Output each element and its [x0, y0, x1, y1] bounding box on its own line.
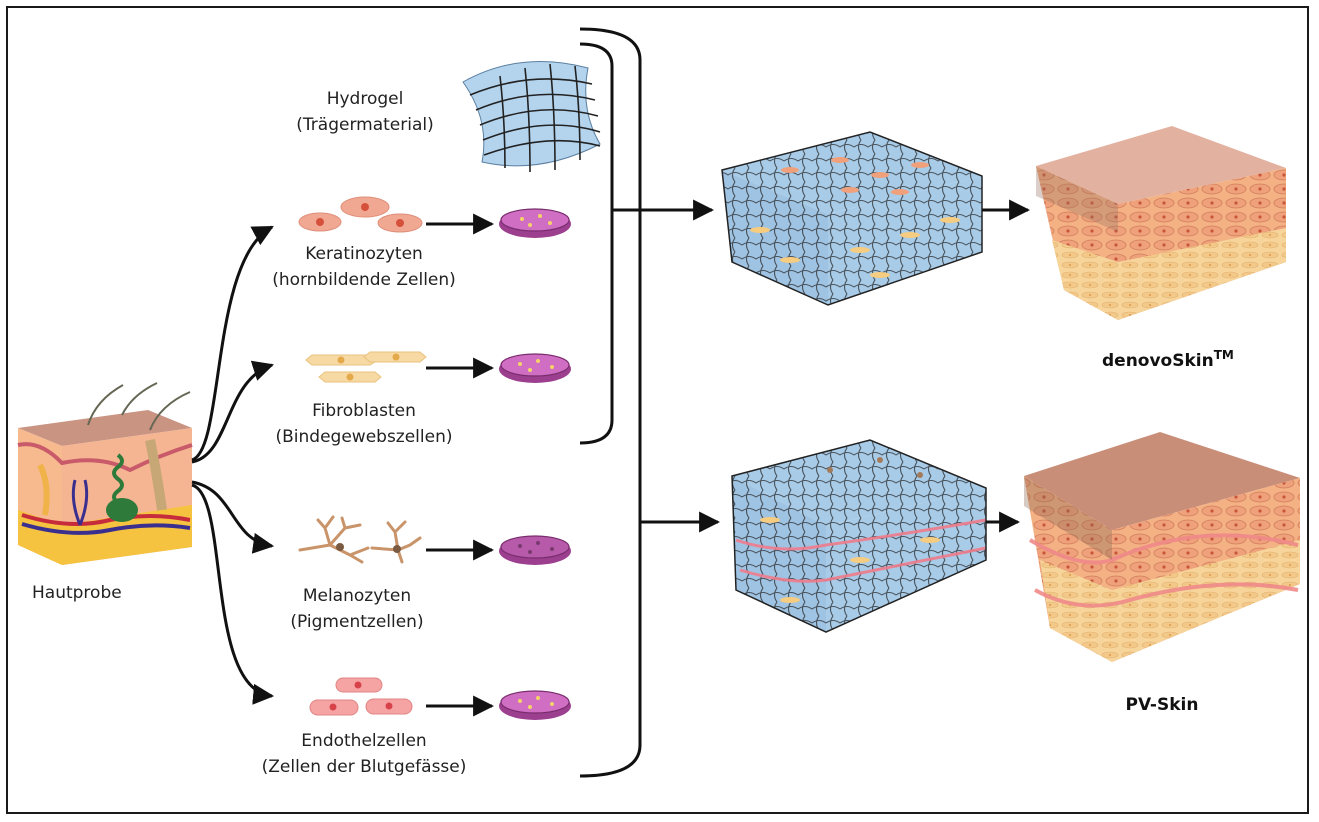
skin-sample-label: Hautprobe [32, 583, 122, 603]
arrow-to-keratinocytes [191, 225, 274, 462]
fibroblasts-sublabel: (Bindegewebszellen) [276, 427, 453, 447]
keratinocytes-label: Keratinozyten [305, 244, 423, 264]
keratinocyte-cells [298, 196, 423, 233]
scaffold-block-2 [731, 439, 987, 633]
fibroblasts-label: Fibroblasten [312, 401, 416, 421]
keratinocytes-sublabel: (hornbildende Zellen) [272, 270, 456, 290]
denovoskin-label: denovoSkinTM [1102, 348, 1234, 371]
endothelial-label: Endothelzellen [301, 731, 426, 751]
petri-dish-endothelial [499, 690, 571, 720]
branch-arrows [191, 225, 275, 705]
melanocytes-label: Melanozyten [303, 586, 411, 606]
fibroblast-cells [305, 351, 427, 383]
hydrogel-label: Hydrogel [327, 89, 404, 109]
bracket-inner [579, 42, 614, 445]
petri-dish-melanocytes [499, 535, 571, 565]
hydrogel-sublabel: (Trägermaterial) [296, 115, 433, 135]
scaffold-block-1 [721, 131, 983, 306]
arrow-to-melanocytes [191, 480, 275, 554]
melanocyte-nucleus [393, 545, 401, 553]
melanocytes-sublabel: (Pigmentzellen) [290, 612, 423, 632]
melanocyte-cells [298, 515, 422, 564]
pv-skin-label: PV-Skin [1126, 695, 1199, 715]
hydrogel-illustration [462, 61, 601, 173]
endothelial-sublabel: (Zellen der Blutgefässe) [262, 757, 467, 777]
arrow-to-endothelial [191, 483, 275, 705]
diagram-frame [6, 6, 1309, 814]
arrow-to-fibroblasts [191, 360, 274, 464]
skin-sample-illustration [17, 382, 193, 565]
denovoskin-block [1036, 126, 1286, 320]
petri-dish-keratinocytes [499, 208, 571, 238]
melanocyte-nucleus [336, 543, 344, 551]
endothelial-cells [309, 677, 413, 716]
bracket-outer [579, 27, 642, 778]
petri-dish-fibroblasts [499, 353, 571, 383]
pv-skin-block [1024, 432, 1300, 662]
